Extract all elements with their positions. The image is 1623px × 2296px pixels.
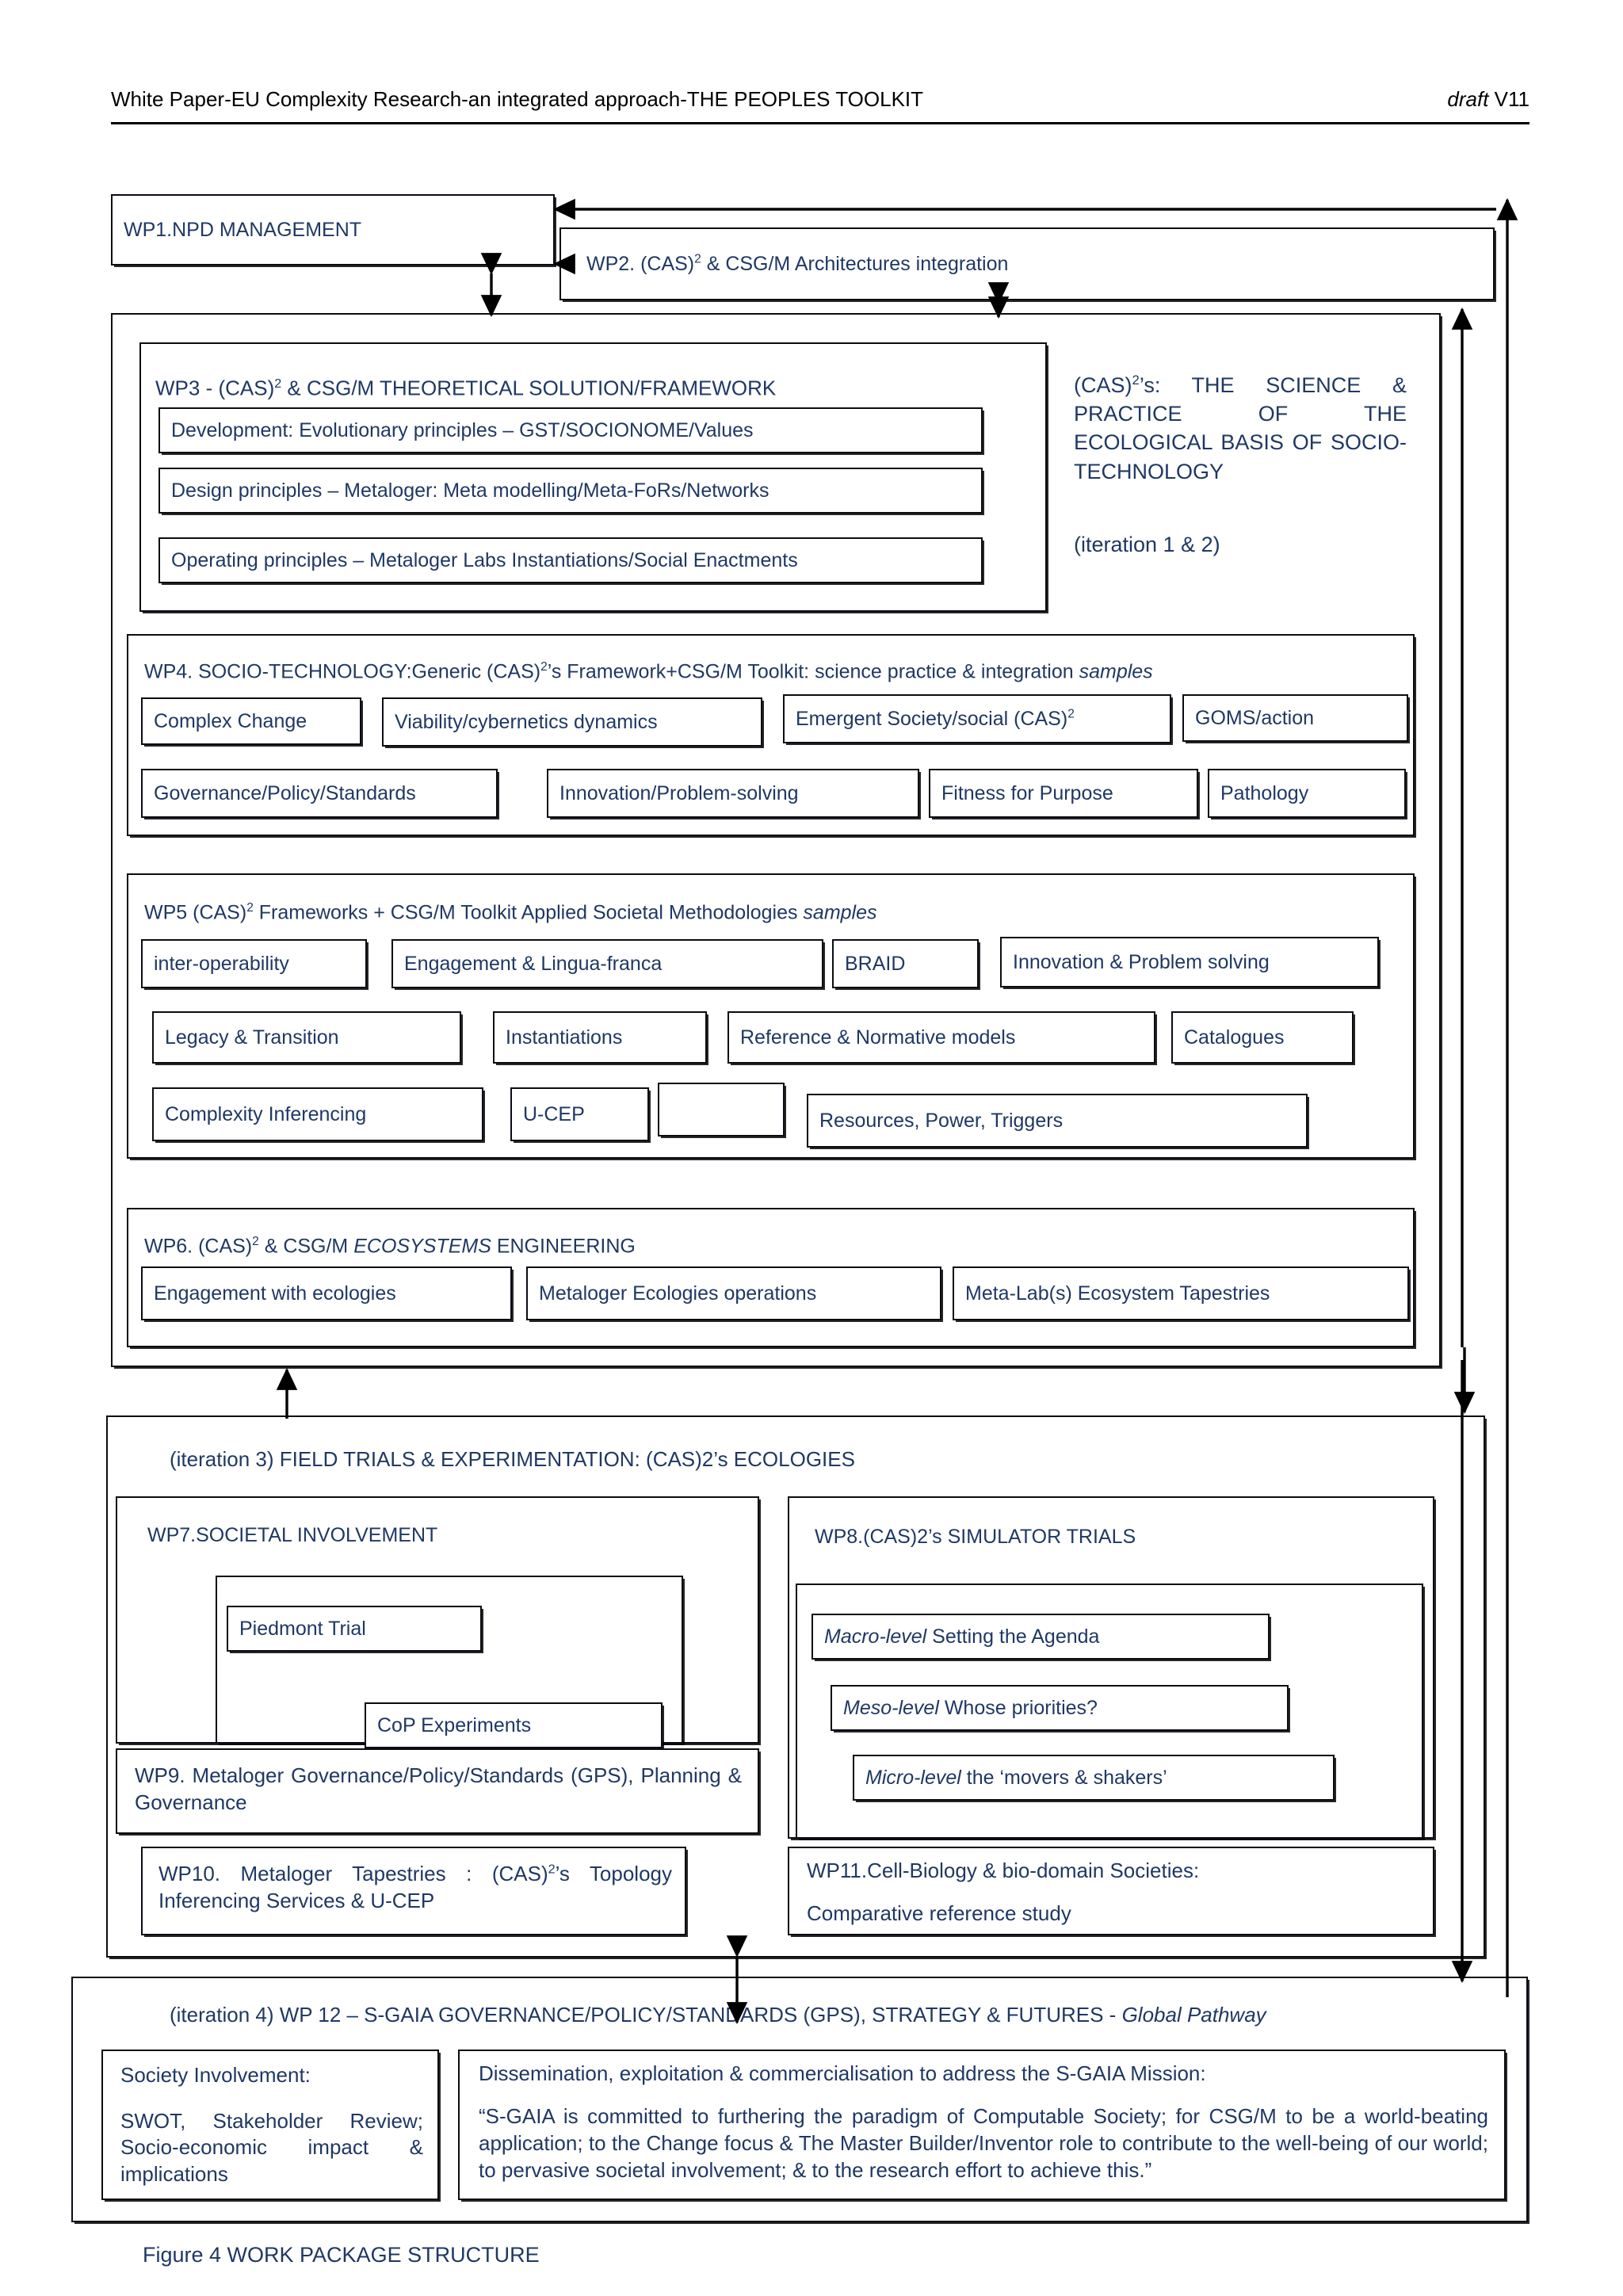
- wp5-r1-c3-label: BRAID: [845, 953, 906, 975]
- wp9-text: WP9. Metaloger Governance/Policy/Standar…: [135, 1763, 742, 1814]
- wp12-mission-box: Dissemination, exploitation & commercial…: [458, 2050, 1506, 2200]
- wp5-r2-c2-label: Instantiations: [506, 1026, 623, 1049]
- wp8-meso-level-label: Meso-level Whose priorities?: [843, 1697, 1098, 1719]
- wp4-r2-c3-label: Fitness for Purpose: [941, 782, 1113, 804]
- wp12-society-heading: Society Involvement:: [120, 2063, 311, 2087]
- wp8-macro-level-box: Macro-level Setting the Agenda: [812, 1614, 1270, 1660]
- wp7-title: WP7.SOCIETAL INVOLVEMENT: [147, 1524, 438, 1546]
- aside-iteration-label: (iteration 1 & 2): [1074, 533, 1220, 556]
- wp5-r3-c4-label: Resources, Power, Triggers: [819, 1110, 1064, 1132]
- wp12-mission-quote: “S-GAIA is committed to furthering the p…: [479, 2104, 1488, 2182]
- wp4-r1-c1-box: Complex Change: [141, 697, 361, 745]
- wp12-society-body: SWOT, Stakeholder Review; Socio-economic…: [120, 2109, 423, 2186]
- wp8-micro-level-box: Micro-level the ‘movers & shakers’: [853, 1755, 1335, 1801]
- wp1-box: WP1.NPD MANAGEMENT: [111, 194, 555, 266]
- wp5-r1-c2-box: Engagement & Lingua-franca: [391, 939, 823, 988]
- wp9-box: WP9. Metaloger Governance/Policy/Standar…: [116, 1748, 759, 1834]
- wp5-r1-c4-box: Innovation & Problem solving: [1000, 937, 1379, 988]
- wp3-item-2-label: Design principles – Metaloger: Meta mode…: [171, 479, 769, 502]
- wp11-line-1: WP11.Cell-Biology & bio-domain Societies…: [807, 1859, 1200, 1882]
- wp5-r2-c4-label: Catalogues: [1184, 1026, 1285, 1049]
- wp5-r1-c3-box: BRAID: [832, 939, 979, 988]
- page-header: White Paper-EU Complexity Research-an in…: [111, 87, 1529, 135]
- wp8-meso-level-box: Meso-level Whose priorities?: [831, 1685, 1289, 1731]
- wp10-text: WP10. Metaloger Tapestries : (CAS)2’s To…: [158, 1862, 672, 1912]
- wp4-r1-c4-label: GOMS/action: [1195, 707, 1315, 729]
- wp4-r1-c2-label: Viability/cybernetics dynamics: [395, 711, 658, 733]
- wp7-piedmont-trial-box: Piedmont Trial: [227, 1606, 482, 1652]
- wp3-item-3-label: Operating principles – Metaloger Labs In…: [171, 549, 798, 571]
- wp6-item-1-label: Engagement with ecologies: [154, 1282, 396, 1305]
- wp11-box: WP11.Cell-Biology & bio-domain Societies…: [788, 1847, 1434, 1935]
- wp12-mission-heading: Dissemination, exploitation & commercial…: [479, 2061, 1206, 2085]
- wp6-item-3-box: Meta-Lab(s) Ecosystem Tapestries: [953, 1266, 1409, 1320]
- wp2-title: WP2. (CAS)2 & CSG/M Architectures integr…: [586, 252, 1009, 275]
- wp4-r1-c2-box: Viability/cybernetics dynamics: [382, 697, 762, 747]
- wp5-r2-c1-label: Legacy & Transition: [165, 1026, 339, 1049]
- wp3-item-1-label: Development: Evolutionary principles – G…: [171, 419, 754, 441]
- wp4-r2-c1-box: Governance/Policy/Standards: [141, 769, 498, 818]
- figure-caption: Figure 4 WORK PACKAGE STRUCTURE: [143, 2243, 540, 2267]
- wp2-box: WP2. (CAS)2 & CSG/M Architectures integr…: [559, 227, 1495, 300]
- wp5-r1-c2-label: Engagement & Lingua-franca: [404, 953, 663, 975]
- wp11-line-2: Comparative reference study: [807, 1901, 1071, 1925]
- wp4-title: WP4. SOCIO-TECHNOLOGY:Generic (CAS)2’s F…: [144, 660, 1153, 683]
- wp5-r2-c2-box: Instantiations: [493, 1011, 707, 1064]
- wp5-r3-c3-box-empty: [658, 1083, 785, 1137]
- wp6-title: WP6. (CAS)2 & CSG/M ECOSYSTEMS ENGINEERI…: [144, 1235, 636, 1258]
- wp12-title: (iteration 4) WP 12 – S-GAIA GOVERNANCE/…: [170, 2003, 1266, 2027]
- wp6-item-1-box: Engagement with ecologies: [141, 1266, 512, 1320]
- wp3-item-3-box: Operating principles – Metaloger Labs In…: [158, 537, 983, 583]
- wp6-item-3-label: Meta-Lab(s) Ecosystem Tapestries: [965, 1282, 1270, 1305]
- wp4-r2-c1-label: Governance/Policy/Standards: [154, 782, 416, 804]
- wp5-title: WP5 (CAS)2 Frameworks + CSG/M Toolkit Ap…: [144, 901, 877, 924]
- wp12-society-box: Society Involvement: SWOT, Stakeholder R…: [101, 2050, 439, 2200]
- wp5-r3-c2-box: U-CEP: [510, 1087, 649, 1141]
- wp7-piedmont-trial-label: Piedmont Trial: [239, 1618, 366, 1640]
- wp8-title: WP8.(CAS)2’s SIMULATOR TRIALS: [815, 1526, 1136, 1548]
- wp4-r2-c4-label: Pathology: [1220, 782, 1309, 804]
- iteration-3-title: (iteration 3) FIELD TRIALS & EXPERIMENTA…: [170, 1447, 855, 1471]
- wp5-r2-c3-label: Reference & Normative models: [740, 1026, 1016, 1049]
- header-version: draft V11: [1447, 87, 1529, 112]
- header-title: White Paper-EU Complexity Research-an in…: [111, 87, 924, 111]
- wp6-item-2-box: Metaloger Ecologies operations: [526, 1266, 941, 1320]
- wp10-box: WP10. Metaloger Tapestries : (CAS)2’s To…: [141, 1847, 686, 1935]
- header-version-number: V11: [1494, 87, 1529, 111]
- wp3-title: WP3 - (CAS)2 & CSG/M THEORETICAL SOLUTIO…: [155, 376, 777, 400]
- wp1-title: WP1.NPD MANAGEMENT: [124, 219, 362, 241]
- header-divider: [111, 122, 1529, 124]
- wp5-r1-c1-box: inter-operability: [141, 939, 367, 988]
- header-draft-label: draft: [1447, 87, 1489, 111]
- wp5-r2-c4-box: Catalogues: [1171, 1011, 1354, 1064]
- wp8-macro-level-label: Macro-level Setting the Agenda: [824, 1626, 1100, 1648]
- wp4-r2-c4-box: Pathology: [1208, 769, 1406, 818]
- wp5-r1-c1-label: inter-operability: [154, 953, 289, 975]
- aside-heading: (CAS)2’s: THE SCIENCE & PRACTICE OF THE …: [1074, 372, 1407, 483]
- wp6-item-2-label: Metaloger Ecologies operations: [539, 1282, 817, 1305]
- wp3-item-1-box: Development: Evolutionary principles – G…: [158, 407, 983, 453]
- wp4-r2-c2-box: Innovation/Problem-solving: [547, 769, 919, 818]
- wp5-r2-c1-box: Legacy & Transition: [152, 1011, 461, 1064]
- wp5-r2-c3-box: Reference & Normative models: [727, 1011, 1155, 1064]
- wp4-r2-c2-label: Innovation/Problem-solving: [559, 782, 799, 804]
- wp5-r3-c1-box: Complexity Inferencing: [152, 1087, 483, 1141]
- wp4-r1-c1-label: Complex Change: [154, 710, 307, 732]
- wp7-cop-experiments-box: CoP Experiments: [365, 1702, 663, 1748]
- wp7-cop-experiments-label: CoP Experiments: [377, 1714, 532, 1736]
- wp8-micro-level-label: Micro-level the ‘movers & shakers’: [865, 1767, 1167, 1789]
- wp3-item-2-box: Design principles – Metaloger: Meta mode…: [158, 468, 983, 514]
- wp4-r2-c3-box: Fitness for Purpose: [929, 769, 1198, 818]
- wp4-r1-c3-box: Emergent Society/social (CAS)2: [783, 694, 1171, 743]
- wp5-r3-c4-box: Resources, Power, Triggers: [807, 1094, 1308, 1148]
- wp5-r3-c2-label: U-CEP: [523, 1103, 585, 1125]
- wp4-r1-c3-label: Emergent Society/social (CAS)2: [796, 707, 1075, 730]
- wp5-r3-c1-label: Complexity Inferencing: [165, 1103, 367, 1125]
- wp5-r1-c4-label: Innovation & Problem solving: [1013, 951, 1270, 973]
- wp4-r1-c4-box: GOMS/action: [1182, 694, 1408, 742]
